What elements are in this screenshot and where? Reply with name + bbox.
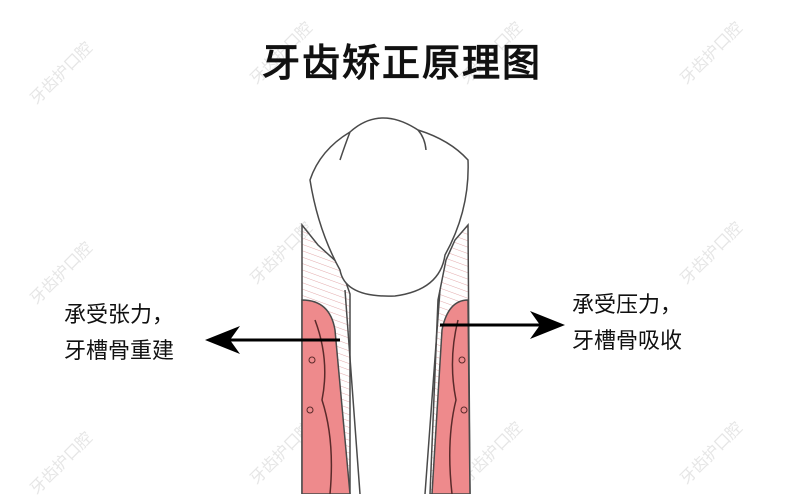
left-alveolar-bone <box>301 222 351 494</box>
pressure-label-line1: 承受压力， <box>572 293 683 318</box>
tooth-crown <box>309 117 469 297</box>
tooth-root <box>344 289 441 494</box>
tension-arrow <box>205 326 340 354</box>
diagram-title: 牙齿矫正原理图 <box>261 41 542 85</box>
pressure-arrow <box>440 311 565 339</box>
tension-label-line2: 牙槽骨重建 <box>64 339 175 364</box>
tension-label: 承受张力， 牙槽骨重建 <box>64 298 174 370</box>
pressure-label-line2: 牙槽骨吸收 <box>572 329 683 354</box>
pressure-label: 承受压力， 牙槽骨吸收 <box>572 288 682 360</box>
tension-label-line1: 承受张力， <box>64 303 175 328</box>
